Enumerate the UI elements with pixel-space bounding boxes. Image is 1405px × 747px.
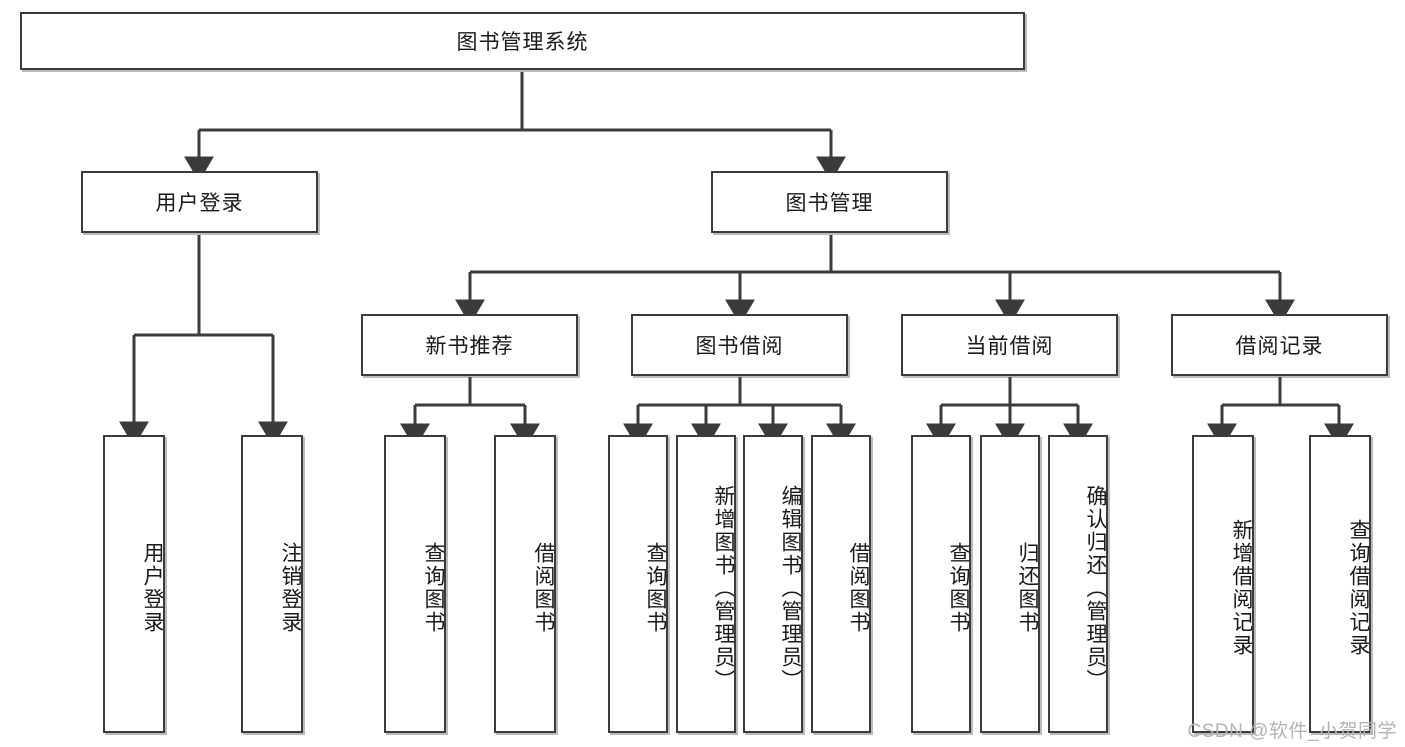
node-borrow-record-label: 借阅记录 — [1235, 335, 1324, 358]
node-current-borrow-label: 当前借阅 — [965, 335, 1054, 358]
leaf-query-book-1-label: 查询图书 — [422, 542, 445, 634]
node-new-book-recommend[interactable]: 新书推荐 — [361, 314, 578, 376]
leaf-user-login-label: 用户登录 — [141, 542, 164, 634]
leaf-return-book[interactable]: 归还图书 — [980, 435, 1040, 733]
leaf-query-book-1[interactable]: 查询图书 — [384, 435, 446, 733]
leaf-add-book[interactable]: 新增图书（管理员） — [676, 435, 736, 733]
node-book-manage-label: 图书管理 — [785, 192, 874, 215]
leaf-user-login[interactable]: 用户登录 — [103, 435, 165, 733]
node-new-book-recommend-label: 新书推荐 — [425, 335, 514, 358]
leaf-return-book-label: 归还图书 — [1016, 542, 1039, 634]
leaf-borrow-book-1[interactable]: 借阅图书 — [494, 435, 556, 733]
leaf-logout-label: 注销登录 — [279, 542, 302, 634]
node-book-borrow-label: 图书借阅 — [695, 335, 784, 358]
leaf-confirm-return-label: 确认归还（管理员） — [1084, 484, 1107, 692]
leaf-add-book-label: 新增图书（管理员） — [712, 484, 735, 692]
leaf-borrow-book-2[interactable]: 借阅图书 — [811, 435, 871, 733]
node-borrow-record[interactable]: 借阅记录 — [1171, 314, 1388, 376]
leaf-borrow-book-2-label: 借阅图书 — [847, 542, 870, 634]
leaf-query-record[interactable]: 查询借阅记录 — [1309, 435, 1371, 733]
leaf-edit-book[interactable]: 编辑图书（管理员） — [743, 435, 803, 733]
node-root[interactable]: 图书管理系统 — [20, 12, 1025, 70]
leaf-query-book-3-label: 查询图书 — [947, 542, 970, 634]
leaf-query-record-label: 查询借阅记录 — [1347, 519, 1370, 657]
leaf-edit-book-label: 编辑图书（管理员） — [779, 484, 802, 692]
csdn-watermark: CSDN @软件_小贺同学 — [1187, 721, 1397, 742]
leaf-query-book-3[interactable]: 查询图书 — [911, 435, 971, 733]
node-book-borrow[interactable]: 图书借阅 — [631, 314, 848, 376]
leaf-query-book-2[interactable]: 查询图书 — [608, 435, 668, 733]
leaf-logout[interactable]: 注销登录 — [241, 435, 303, 733]
leaf-add-record-label: 新增借阅记录 — [1230, 519, 1253, 657]
leaf-add-record[interactable]: 新增借阅记录 — [1192, 435, 1254, 733]
leaf-borrow-book-1-label: 借阅图书 — [532, 542, 555, 634]
node-user-login-label: 用户登录 — [155, 192, 244, 215]
leaf-query-book-2-label: 查询图书 — [644, 542, 667, 634]
node-book-manage[interactable]: 图书管理 — [711, 171, 948, 233]
node-root-label: 图书管理系统 — [456, 31, 589, 54]
node-user-login[interactable]: 用户登录 — [81, 171, 318, 233]
node-current-borrow[interactable]: 当前借阅 — [901, 314, 1118, 376]
leaf-confirm-return[interactable]: 确认归还（管理员） — [1048, 435, 1108, 733]
